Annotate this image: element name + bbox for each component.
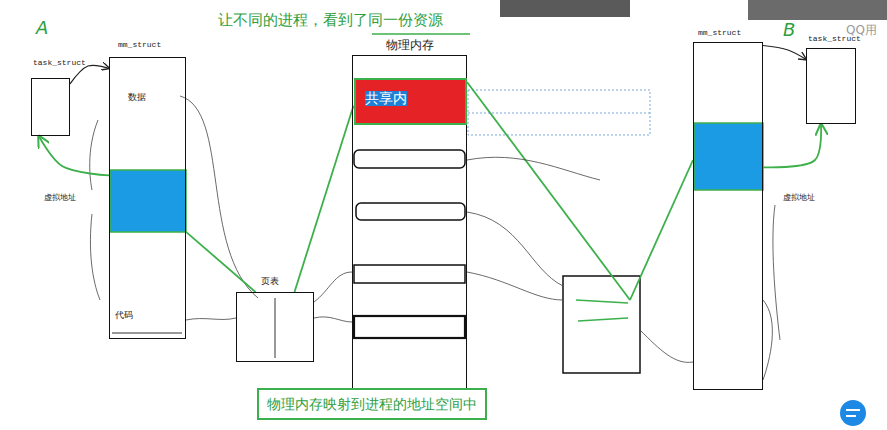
leader-line [773,205,780,340]
webcam-strip [500,0,630,17]
connector [763,124,821,167]
region-label: 代码 [115,311,133,321]
table-divider [275,298,276,358]
shared-memory: 共享内 [354,78,467,125]
chat-icon [846,409,860,411]
node-heading: 页表 [261,277,279,287]
physical-memory: 物理内存共享内 [352,55,467,412]
caption: 物理内存映射到进程的地址空间中 [267,396,477,412]
mapping-line [630,160,693,300]
task-struct-box: task_struct [806,48,856,124]
memory-block [354,150,465,168]
memory-block [354,316,465,338]
page-table [563,276,640,373]
shared-region [694,123,763,190]
node-heading: mm_struct [698,29,741,38]
sketch-line [467,272,563,300]
address-label: 虚拟地址 [44,194,76,203]
node-heading: 物理内存 [386,39,434,52]
caption-box: 物理内存映射到进程的地址空间中 [257,388,487,420]
watermark: QQ用 [846,24,877,37]
title-underline [372,33,470,35]
address-label: 虚拟地址 [783,194,815,203]
mm-struct-box: mm_struct数据代码 [109,57,186,339]
sketch-line [467,157,600,180]
selection-outline [468,113,650,114]
task-struct-box: task_struct [31,78,70,136]
connector [186,232,256,292]
connector [39,136,109,175]
table-entry [576,300,628,303]
mapping-line [467,82,630,300]
sketch-line [314,272,352,302]
connector [763,45,806,59]
chat-icon [846,415,856,417]
title: 让不同的进程，看到了同一份资源 [218,12,443,29]
memory-block [356,203,465,220]
table-entry [578,318,628,321]
chat-icon [840,400,866,426]
page-table-box: 页表 [236,292,314,362]
leader-line [90,120,98,190]
sketch-lines [90,96,780,380]
webcam-strip [748,0,887,20]
sketch-line [314,317,352,322]
process-letter: B [783,20,795,40]
shared-region [110,170,186,232]
region-label: 数据 [128,93,146,103]
sketch-line [640,330,693,362]
mm-struct-box: mm_struct [693,42,763,390]
process-letter: A [36,18,48,38]
node-heading: mm_struct [118,41,161,50]
sketch-line [467,212,563,286]
sketch-line [763,300,772,380]
selection-outline [468,90,650,135]
underline [112,333,182,334]
sketch-line [180,96,258,298]
connector [295,106,354,292]
memory-block [354,265,465,283]
leader-line [90,214,100,300]
node-heading: 共享内 [365,91,407,106]
node-heading: task_struct [33,59,86,68]
sketch-line [186,318,236,320]
connector [70,65,109,83]
